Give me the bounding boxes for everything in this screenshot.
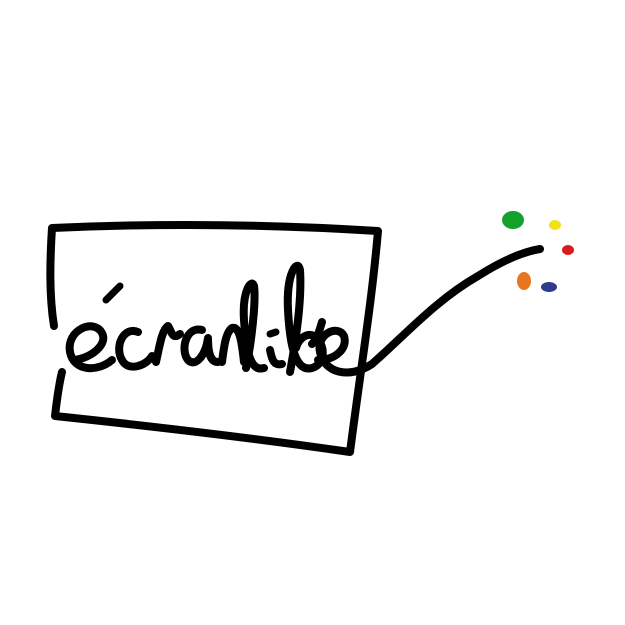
orange-dot-icon: [517, 272, 531, 290]
red-dot-icon: [562, 245, 574, 255]
blue-dot-icon: [541, 282, 557, 292]
wordmark-signature-icon: [65, 245, 544, 377]
screen-frame-icon: [46, 220, 382, 456]
green-dot-icon: [502, 211, 524, 229]
color-dots: [502, 211, 574, 292]
yellow-dot-icon: [549, 220, 561, 230]
